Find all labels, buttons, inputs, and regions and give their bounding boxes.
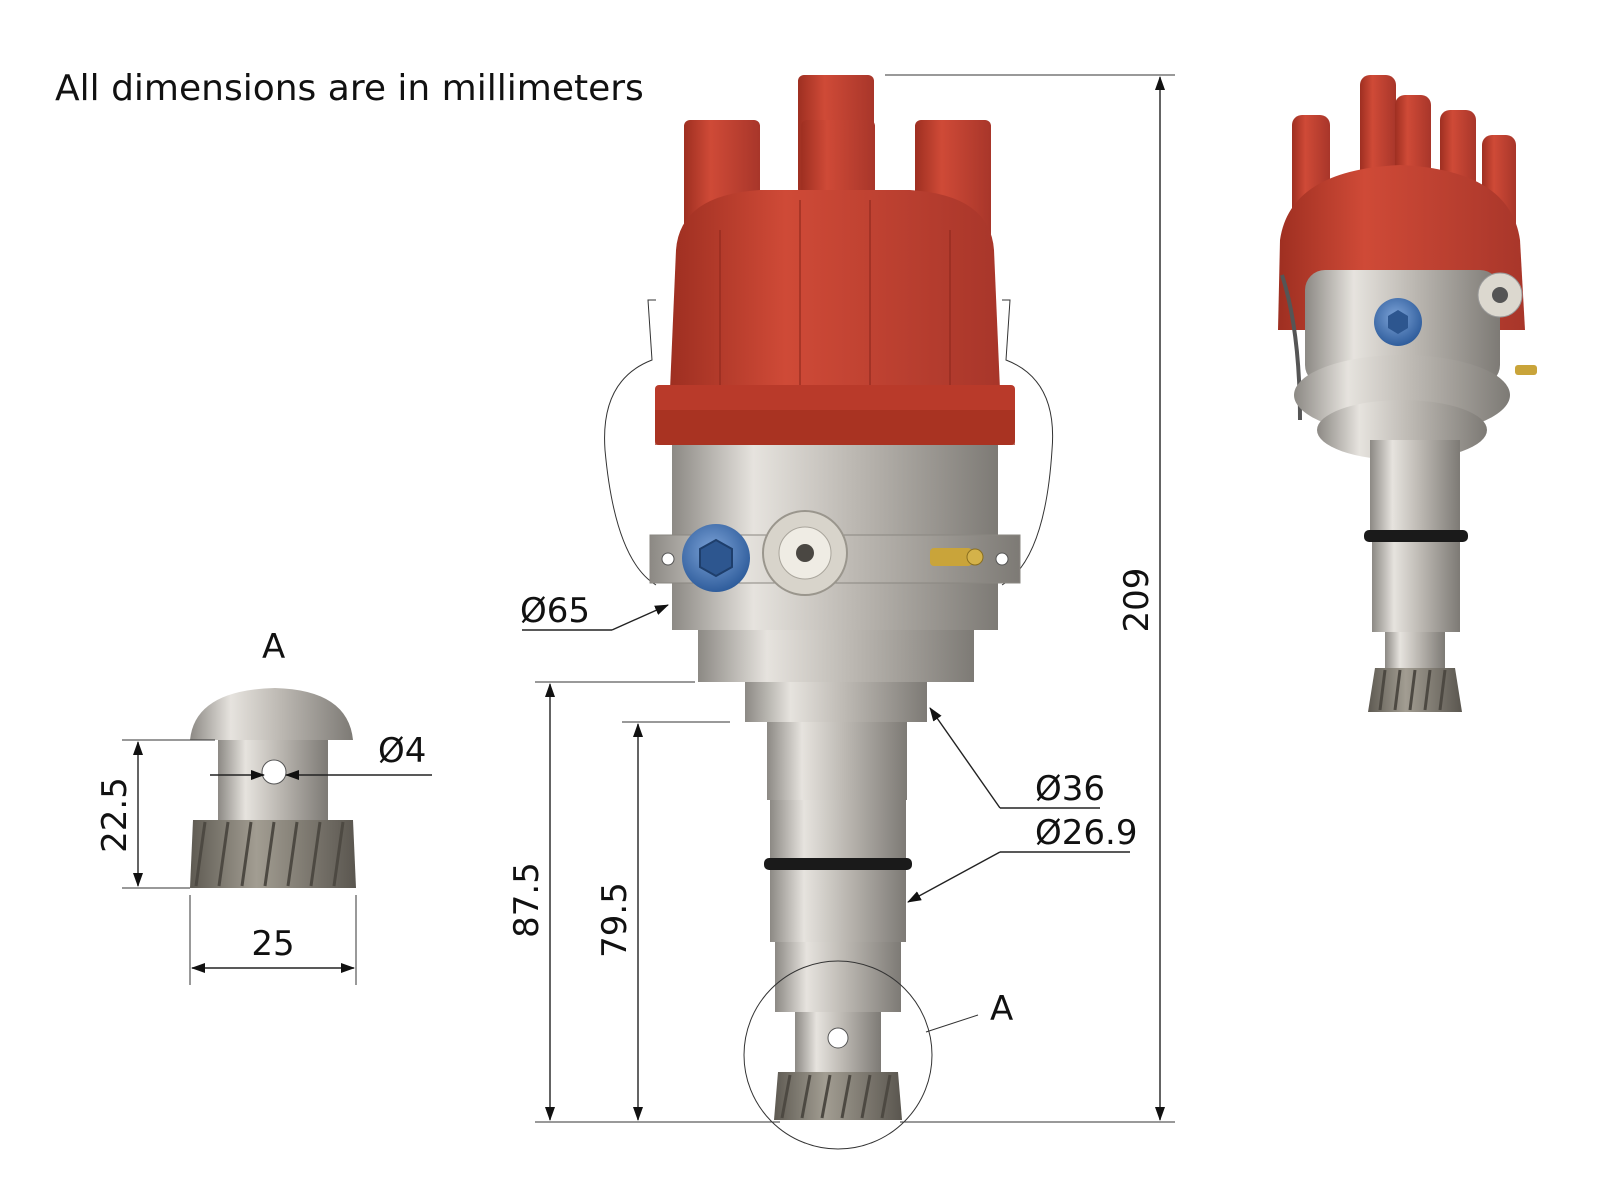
distributor-cap <box>670 190 1000 390</box>
leader-shaft-upper-diameter <box>929 707 1001 809</box>
dim-gear-diameter: 25 <box>251 924 294 964</box>
dim-length-to-body: 87.5 <box>507 862 547 938</box>
left-spring-clip <box>604 299 657 586</box>
detail-title-a: A <box>262 627 285 667</box>
dim-shaft-upper-diameter: Ø36 <box>1035 769 1105 809</box>
o-ring <box>764 858 912 870</box>
body-lower-step <box>698 630 974 682</box>
detail-pin-hole <box>261 759 287 785</box>
dim-detail-height: 22.5 <box>95 777 135 853</box>
distributor-isometric-view <box>1278 75 1537 712</box>
right-spring-clip <box>1001 299 1054 586</box>
shaft-lower <box>770 870 906 942</box>
units-note: All dimensions are in millimeters <box>55 68 644 109</box>
leader-body-diameter <box>611 604 669 631</box>
detail-cap <box>190 688 353 740</box>
shaft-upper <box>767 722 907 800</box>
dim-shaft-lower-diameter: Ø26.9 <box>1035 813 1137 853</box>
dim-overall-height: 209 <box>1117 568 1157 633</box>
iso-shaft <box>1370 440 1460 535</box>
drive-gear <box>774 1072 902 1120</box>
main-dimensions: 209 87.5 79.5 Ø65 Ø36 Ø26.9 <box>507 74 1175 1123</box>
distributor-front-view: A <box>604 75 1054 1150</box>
dim-hole-diameter: Ø4 <box>378 731 426 771</box>
detail-circle-a <box>743 960 933 1150</box>
iso-drive-gear <box>1368 668 1462 712</box>
leader-shaft-lower-diameter <box>907 851 1001 903</box>
vacuum-nipple <box>930 548 972 566</box>
detail-a-view: A Ø4 22.5 25 <box>95 627 432 985</box>
dim-body-diameter: Ø65 <box>520 591 590 631</box>
detail-callout-a: A <box>990 989 1013 1029</box>
shaft-collar <box>745 682 927 722</box>
dim-length-to-step: 79.5 <box>595 882 635 958</box>
